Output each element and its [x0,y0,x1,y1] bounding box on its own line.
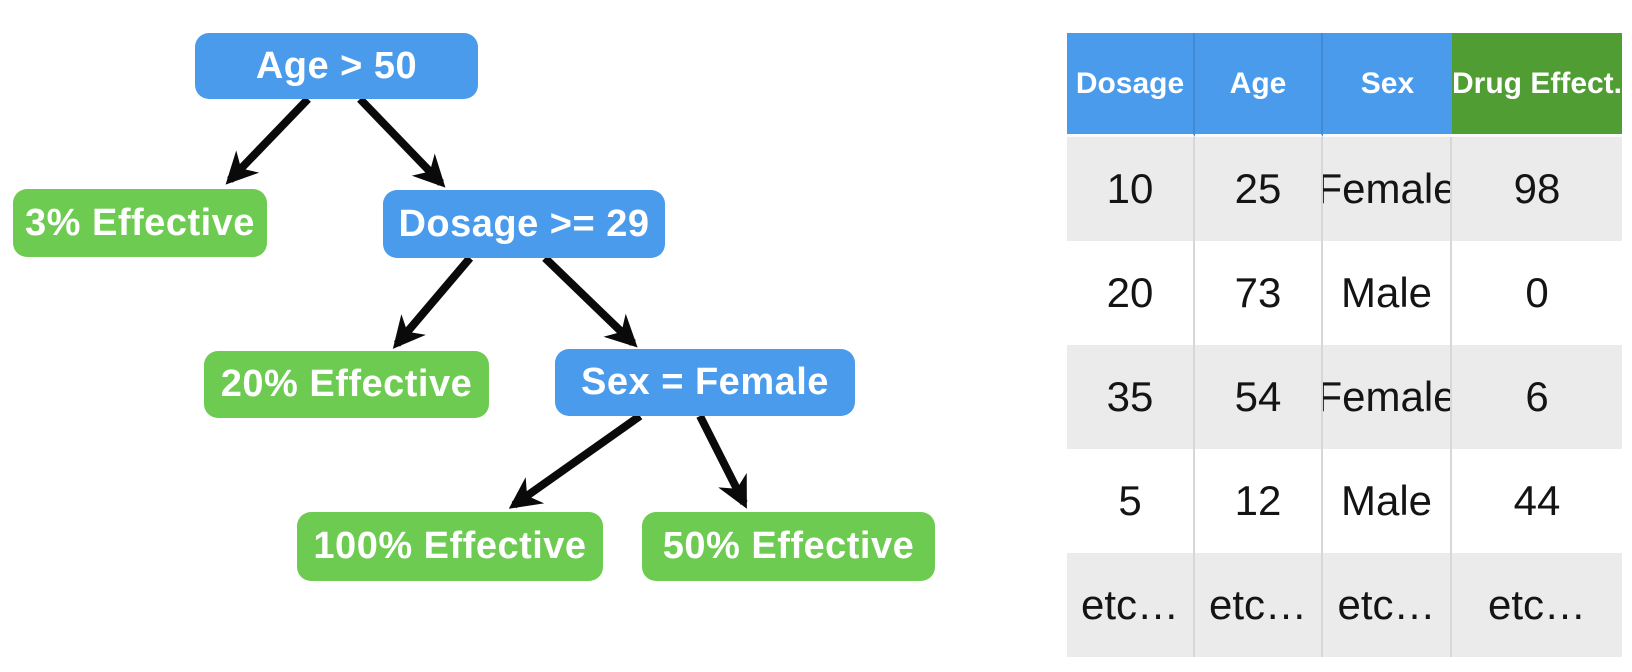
table-cell: 54 [1195,345,1323,449]
table-header-age: Age [1195,33,1323,137]
tree-node-label: 20% Effective [220,363,473,405]
tree-node-label: Dosage >= 29 [398,202,650,245]
tree-node-sex-equals-female: Sex = Female [555,349,855,416]
table-header-sex: Sex [1323,33,1452,137]
table-cell: 6 [1452,345,1622,449]
table-cell: 10 [1067,137,1195,241]
table-cell: etc… [1195,553,1323,657]
edge-sex-to-50pct-arrow [696,414,748,509]
tree-node-label: Sex = Female [581,361,829,403]
table-cell: Male [1323,449,1452,553]
tree-leaf-50-percent-effective: 50% Effective [642,512,935,581]
table-cell: etc… [1323,553,1452,657]
table-cell: etc… [1452,553,1622,657]
table-cell: 44 [1452,449,1622,553]
edge-root-to-dosage-arrow [357,96,446,188]
table-cell: etc… [1067,553,1195,657]
table-cell: 73 [1195,241,1323,345]
table-cell: 35 [1067,345,1195,449]
table-cell: 98 [1452,137,1622,241]
table-header-dosage: Dosage [1067,33,1195,137]
table-cell: Female [1323,137,1452,241]
tree-leaf-3-percent-effective: 3% Effective [13,189,267,257]
tree-leaf-20-percent-effective: 20% Effective [204,351,489,418]
data-table: Dosage Age Sex Drug Effect. 10 25 Female… [1067,33,1622,657]
tree-node-label: 50% Effective [662,525,915,567]
edge-dosage-to-sex-arrow [542,255,638,348]
table-cell: 0 [1452,241,1622,345]
tree-leaf-100-percent-effective: 100% Effective [297,512,603,581]
edge-sex-to-100pct-arrow [508,412,643,509]
tree-node-age-gt-50: Age > 50 [195,33,478,99]
tree-node-label: 3% Effective [25,201,255,244]
table-cell: 5 [1067,449,1195,553]
table-cell: 25 [1195,137,1323,241]
table-header-drug-effect: Drug Effect. [1452,33,1622,137]
table-cell: 20 [1067,241,1195,345]
edge-dosage-to-20pct-arrow [392,255,474,349]
tree-node-dosage-gte-29: Dosage >= 29 [383,190,665,258]
tree-node-label: Age > 50 [255,44,418,87]
edge-root-to-3pct-arrow [225,96,311,185]
table-cell: 12 [1195,449,1323,553]
table-cell: Female [1323,345,1452,449]
table-cell: Male [1323,241,1452,345]
tree-node-label: 100% Effective [313,525,587,567]
